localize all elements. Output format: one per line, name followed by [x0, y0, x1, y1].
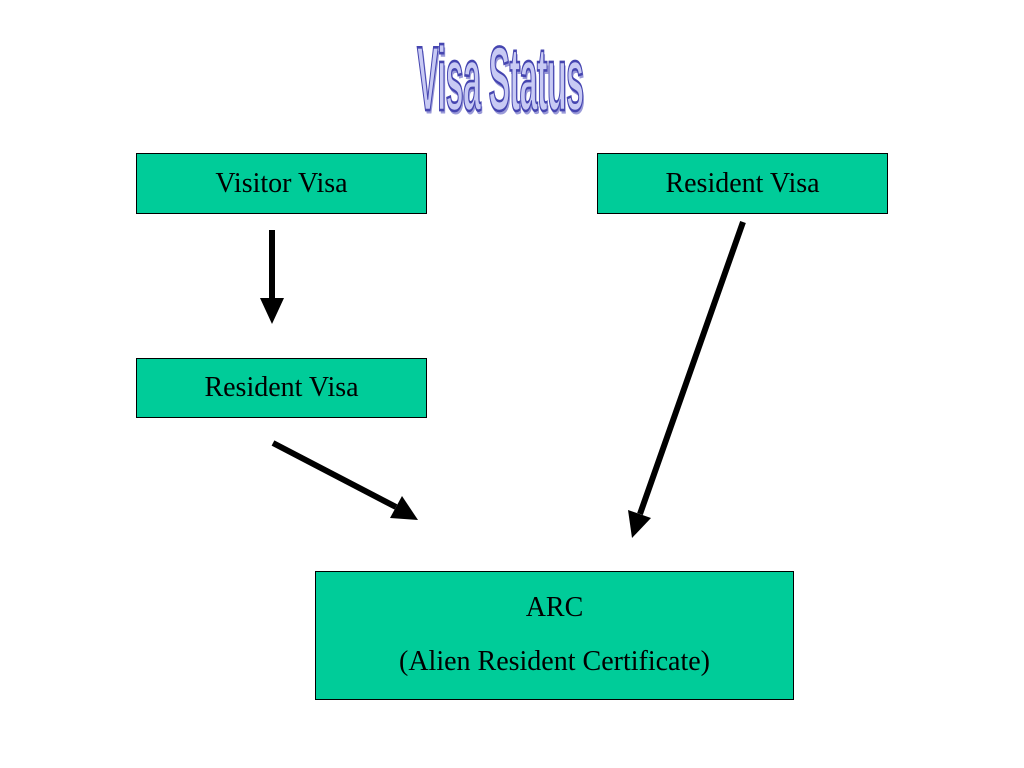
title-container: Visa Status [300, 20, 700, 140]
visitor-visa-label: Visitor Visa [215, 168, 348, 199]
arc-box: ARC (Alien Resident Certificate) [315, 571, 794, 700]
page-title: Visa Status [416, 28, 584, 132]
arrow-resident-right-to-arc [628, 221, 746, 538]
resident-visa-right-label: Resident Visa [665, 167, 820, 199]
resident-visa-left-label: Resident Visa [204, 372, 359, 403]
arc-full-name-label: (Alien Resident Certificate) [399, 646, 710, 677]
arrow-resident-left-to-arc [271, 440, 418, 520]
resident-visa-box-right: Resident Visa [597, 153, 888, 214]
resident-visa-box-left: Resident Visa [136, 358, 427, 418]
arc-label: ARC [525, 592, 584, 623]
visitor-visa-box: Visitor Visa [136, 153, 427, 214]
arrow-visitor-to-resident [260, 230, 284, 324]
